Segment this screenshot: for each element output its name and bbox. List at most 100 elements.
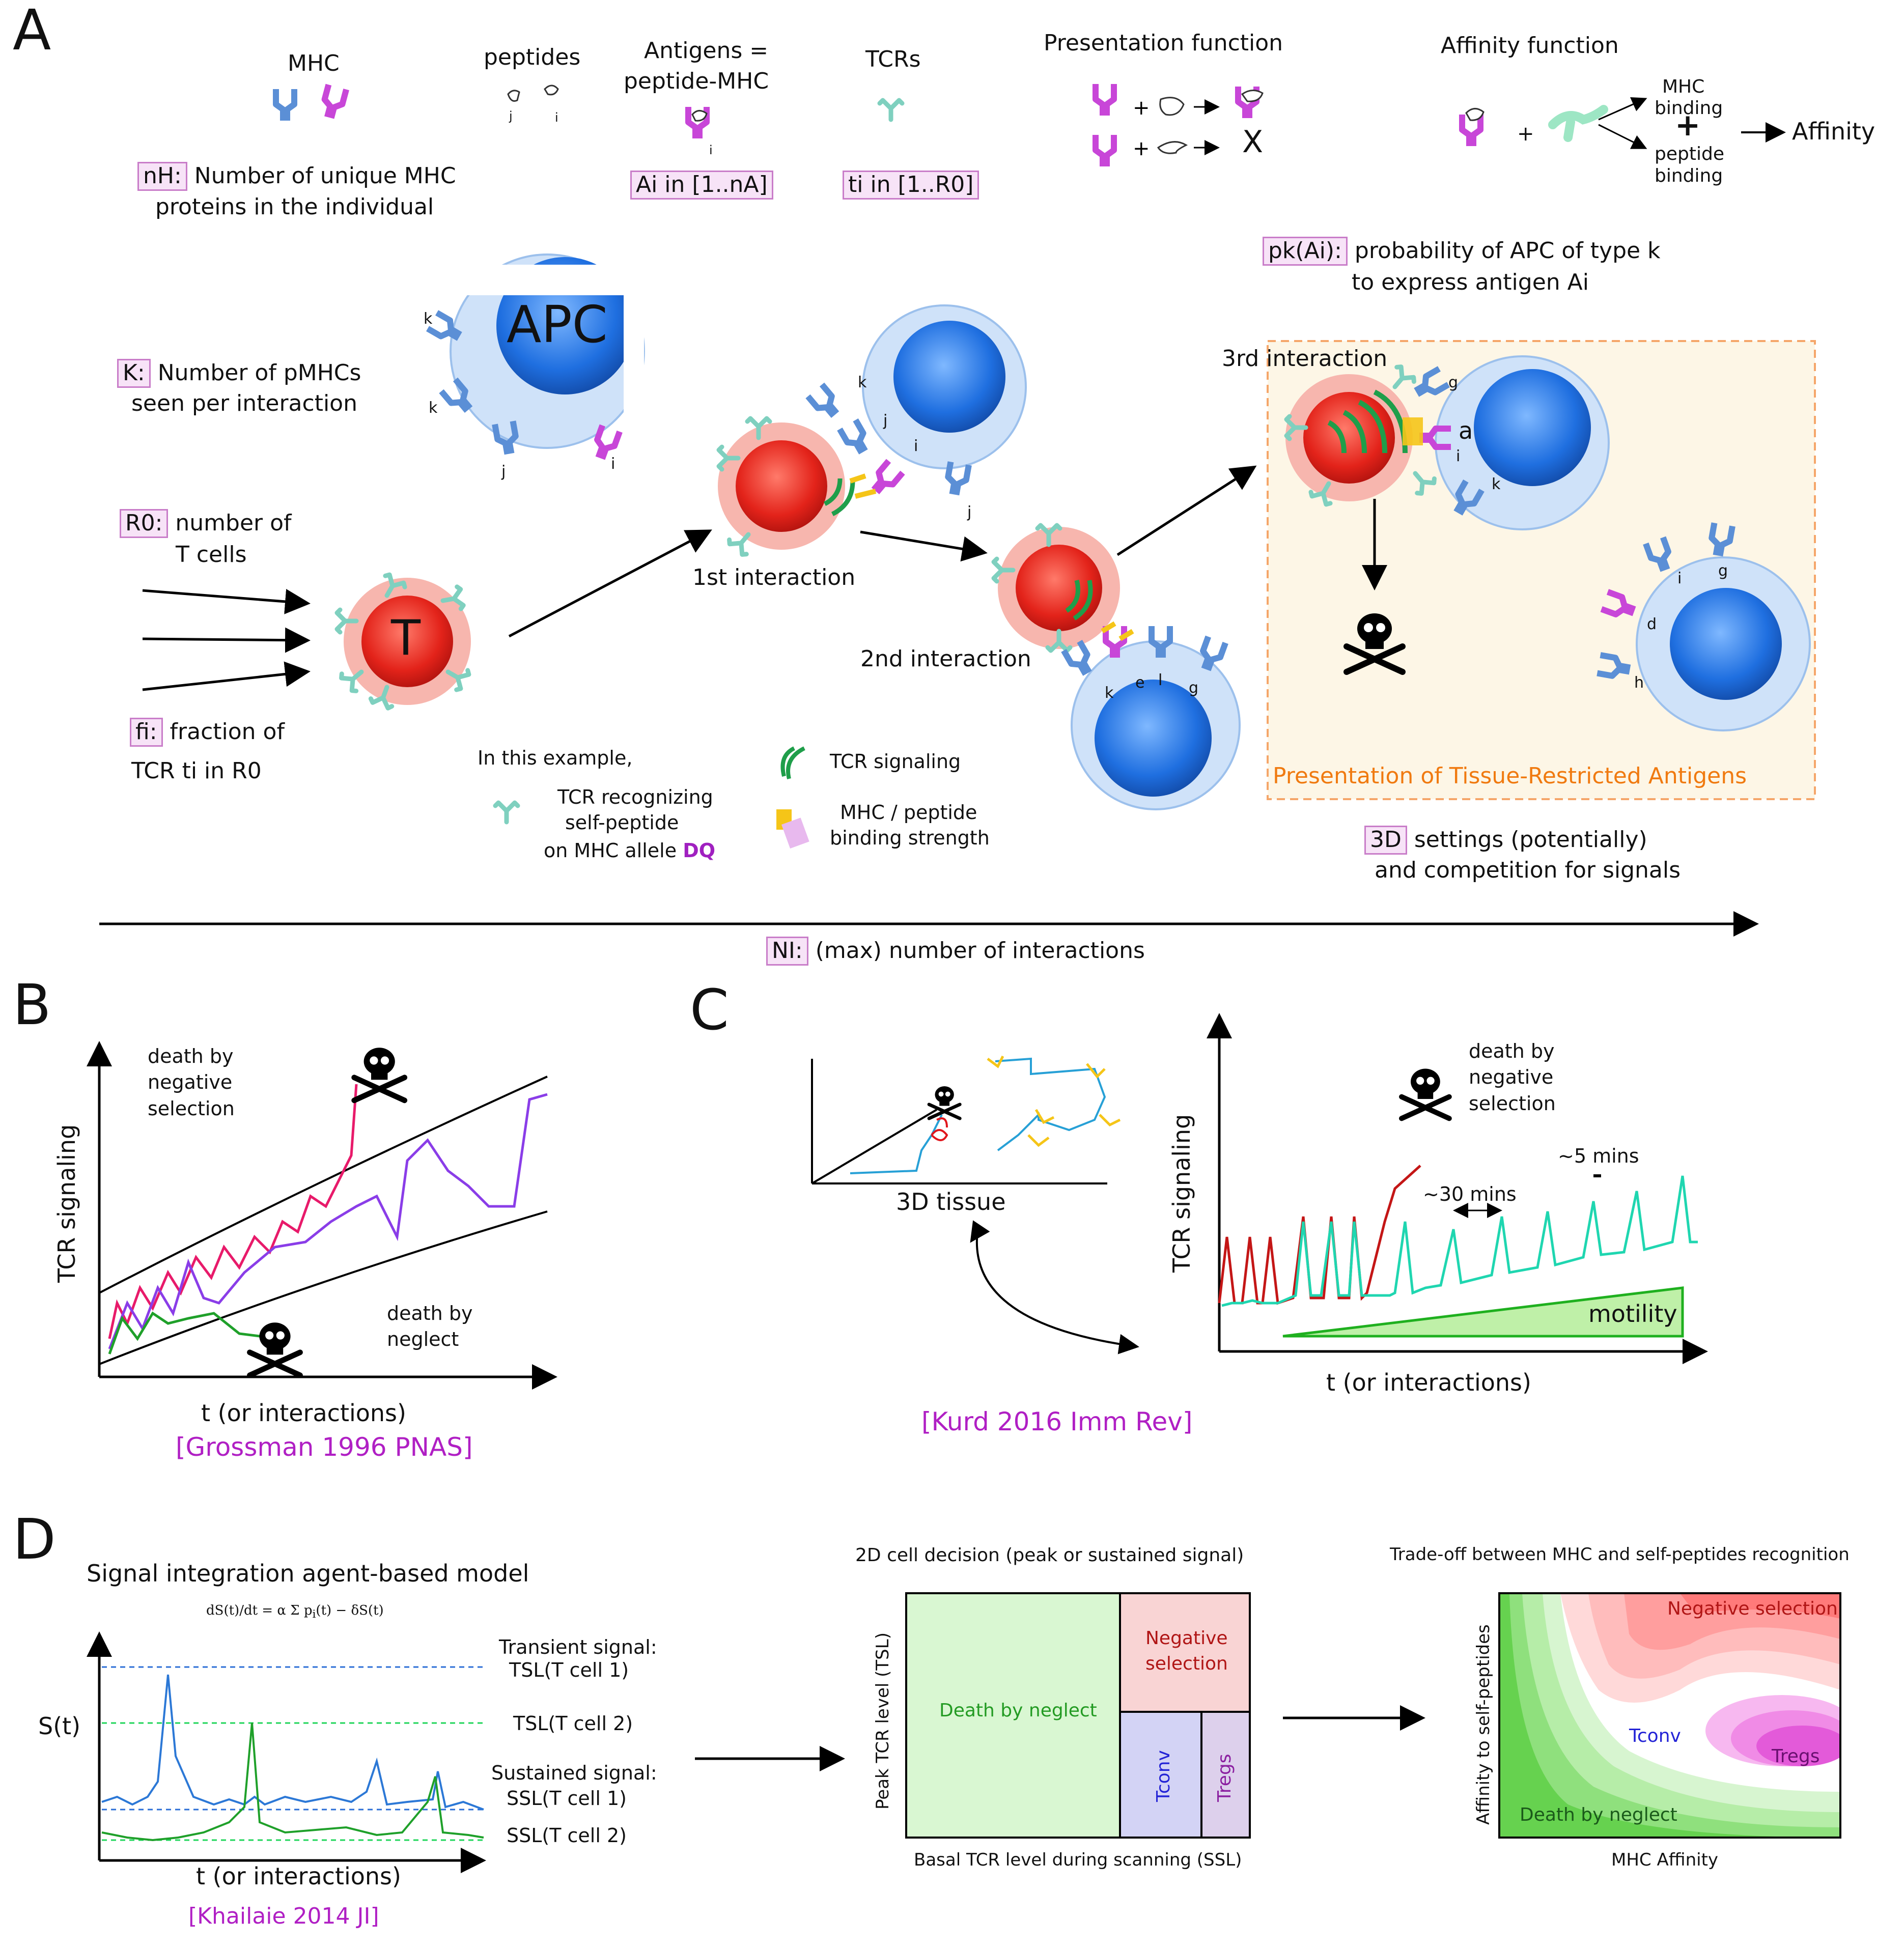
threed-text-2: and competition for signals: [1375, 857, 1681, 883]
binding-plus: +: [1675, 107, 1701, 143]
ode-equation: dS(t)/dt = α Σ pi(t) − δS(t): [206, 1603, 384, 1621]
third-interaction-label: 3rd interaction: [1222, 346, 1388, 372]
k-text-2: seen per interaction: [131, 390, 357, 416]
thirty-minutes-label: ~30 mins: [1423, 1183, 1517, 1205]
svg-text:+: +: [1133, 96, 1150, 120]
panel-d-title: Signal integration agent-based model: [87, 1560, 529, 1587]
site-j3: j: [967, 503, 972, 521]
site-g1: g: [1189, 679, 1199, 697]
tradeoff-y-label: Affinity to self-peptides: [1473, 1624, 1494, 1825]
r0-box: R0:: [120, 509, 169, 538]
nh-box: nH:: [137, 162, 187, 191]
mhc-binding-2: binding: [1655, 98, 1723, 119]
ssl-cell-2: SSL(T cell 2): [507, 1824, 627, 1847]
site-a: a: [1459, 417, 1473, 444]
site-i3: i: [1456, 447, 1461, 465]
panel-b-y-label: TCR signaling: [53, 1124, 80, 1283]
antigens-label-2: peptide-MHC: [624, 68, 769, 94]
r0-definition: R0: number of: [120, 509, 292, 538]
first-interaction-label: 1st interaction: [692, 564, 856, 590]
panel-label-c: C: [690, 977, 729, 1042]
r0-text-1: number of: [175, 510, 292, 536]
tradeoff-tconv: Tconv: [1629, 1726, 1681, 1746]
affinity-function-label: Affinity function: [1441, 33, 1619, 59]
dq-allele: DQ: [683, 839, 716, 862]
antigen-i: i: [709, 143, 713, 157]
panel-label-b: B: [13, 972, 51, 1037]
site-l: l: [1158, 671, 1163, 689]
k-text-1: Number of pMHCs: [157, 360, 361, 386]
decision-negsel-1: Negative: [1145, 1628, 1228, 1649]
nh-text-1: Number of unique MHC: [194, 163, 456, 189]
motility-label: motility: [1588, 1300, 1677, 1328]
panel-c-tissue-label: 3D tissue: [896, 1188, 1006, 1216]
affinity-plus: +: [1517, 122, 1534, 146]
site-d: d: [1647, 615, 1657, 633]
tradeoff-x-label: MHC Affinity: [1611, 1850, 1719, 1870]
site-g2: g: [1448, 374, 1459, 391]
binding-strength-2: binding strength: [830, 827, 990, 849]
site-e: e: [1135, 674, 1145, 692]
tradeoff-negative-selection: Negative selection: [1667, 1598, 1838, 1619]
ai-box-wrap: Ai in [1..nA]: [630, 171, 773, 200]
threed-text-1: settings (potentially): [1414, 827, 1647, 853]
presentation-function-label: Presentation function: [1044, 30, 1283, 56]
fi-box: fi:: [130, 718, 163, 747]
mhc-label: MHC: [288, 50, 340, 76]
r0-text-2: T cells: [176, 542, 247, 568]
tradeoff-neglect: Death by neglect: [1520, 1804, 1677, 1825]
ti-box: ti in [1..R0]: [843, 171, 979, 200]
ni-definition: NI: (max) number of interactions: [766, 937, 1145, 966]
decision-title: 2D cell decision (peak or sustained sign…: [855, 1545, 1244, 1566]
ni-text: (max) number of interactions: [815, 938, 1145, 964]
k-box: K:: [117, 359, 151, 388]
tcr-recognizing-2: self-peptide: [565, 811, 679, 834]
decision-negsel-2: selection: [1145, 1653, 1228, 1674]
decision-tregs: Tregs: [1214, 1754, 1235, 1802]
pk-text-2: to express antigen Ai: [1352, 269, 1589, 295]
sustained-signal-label: Sustained signal:: [491, 1762, 657, 1784]
example-label: In this example,: [478, 747, 633, 769]
nh-definition: nH: Number of unique MHC: [137, 162, 456, 191]
threed-definition: 3D settings (potentially): [1364, 826, 1647, 855]
site-i1: i: [611, 455, 615, 473]
tcrs-label: TCRs: [865, 46, 921, 72]
tra-label: Presentation of Tissue-Restricted Antige…: [1273, 763, 1747, 789]
five-minutes-label: ~5 mins: [1558, 1145, 1639, 1167]
ai-box: Ai in [1..nA]: [630, 171, 773, 200]
pk-definition: pk(Ai): probability of APC of type k: [1263, 237, 1661, 266]
panel-label-a: A: [13, 0, 51, 63]
t-cell-label: T: [391, 610, 421, 666]
panel-d-x-label: t (or interactions): [196, 1862, 401, 1890]
apc-label: APC: [507, 295, 608, 354]
peptides-label: peptides: [484, 44, 581, 70]
tcr-signaling-legend: TCR signaling: [830, 750, 961, 773]
site-j2: j: [883, 412, 888, 430]
peptide-binding-1: peptide: [1655, 144, 1724, 164]
site-i2: i: [914, 437, 918, 455]
site-i4: i: [1677, 570, 1682, 587]
site-h: h: [1634, 674, 1644, 692]
panel-c-y-label: TCR signaling: [1168, 1114, 1195, 1273]
site-k2: k: [429, 399, 438, 417]
mhc-allele-text: on MHC allele: [544, 839, 677, 862]
nh-text-2: proteins in the individual: [155, 194, 434, 220]
panel-label-d: D: [13, 1507, 56, 1572]
site-k1: k: [424, 310, 433, 328]
tcr-recognizing-3: on MHC allele DQ: [544, 839, 716, 862]
pk-box: pk(Ai):: [1263, 237, 1348, 266]
fi-text-2: TCR ti in R0: [131, 758, 262, 784]
panel-c-negative-selection: death by negative selection: [1469, 1040, 1556, 1115]
tradeoff-title: Trade-off between MHC and self-peptides …: [1390, 1544, 1850, 1565]
ssl-cell-1: SSL(T cell 1): [507, 1787, 627, 1810]
fi-definition: fi: fraction of: [130, 718, 285, 747]
ni-box: NI:: [766, 937, 808, 966]
panel-d-citation: [Khailaie 2014 JI]: [188, 1903, 379, 1929]
peptide-binding-2: binding: [1655, 165, 1723, 186]
panel-c-citation: [Kurd 2016 Imm Rev]: [921, 1407, 1193, 1436]
site-k5: k: [1492, 475, 1501, 493]
site-k4: k: [1105, 684, 1114, 702]
transient-signal-label: Transient signal:: [499, 1636, 657, 1658]
binding-strength-1: MHC / peptide: [840, 801, 977, 824]
